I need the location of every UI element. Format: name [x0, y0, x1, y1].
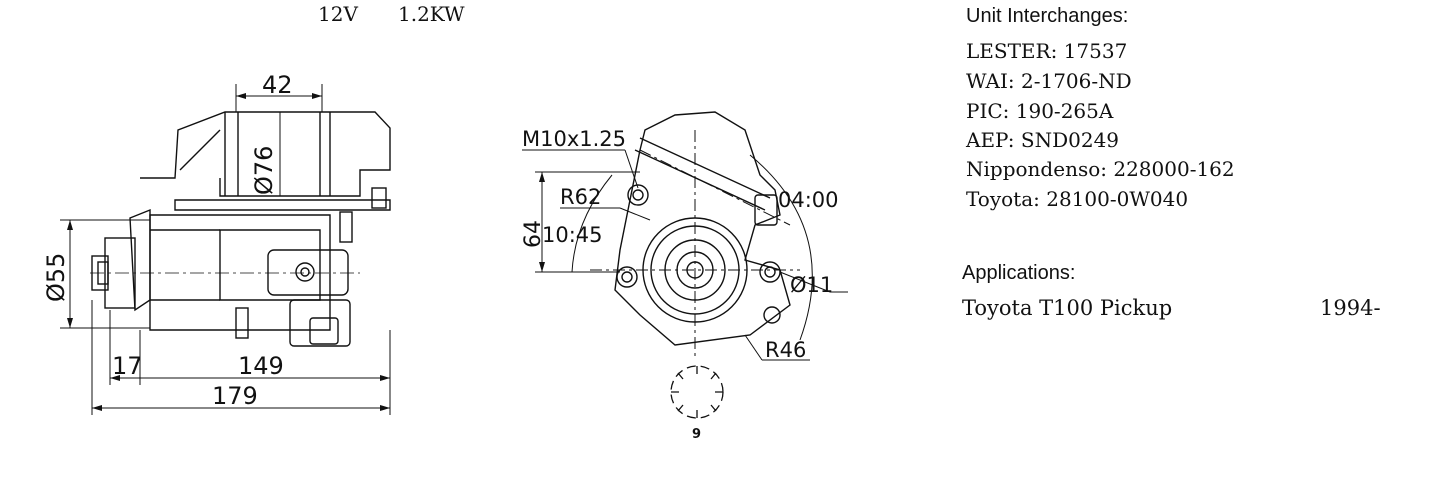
interchange-item: LESTER: 17537: [966, 39, 1128, 63]
dim-179-label: 179: [212, 382, 258, 410]
interchange-item: AEP: SND0249: [966, 128, 1120, 152]
dim-11-label: Ø11: [790, 273, 833, 297]
applications-heading: Applications:: [962, 262, 1076, 284]
interchange-item: PIC: 190-265A: [966, 99, 1114, 123]
gear-teeth-label: 9: [692, 427, 701, 442]
voltage-spec: 12V: [318, 2, 358, 26]
application-years: 1994-: [1320, 296, 1381, 320]
dim-17-label: 17: [112, 352, 143, 380]
r46-label: R46: [765, 338, 806, 362]
power-spec: 1.2KW: [398, 2, 465, 26]
thread-label: M10x1.25: [522, 127, 626, 151]
dim-76-label: Ø76: [250, 146, 278, 195]
interchange-item: Toyota: 28100-0W040: [966, 187, 1189, 211]
angle-1045-label: 10:45: [542, 223, 603, 247]
dim-55-label: Ø55: [42, 253, 70, 302]
interchanges-heading: Unit Interchanges:: [966, 5, 1129, 27]
dim-149-label: 149: [238, 352, 284, 380]
r62-label: R62: [560, 185, 601, 209]
angle-0400-label: 04:00: [778, 188, 839, 212]
side-view-drawing: 42 Ø76 Ø55 17 149 179: [42, 71, 391, 415]
front-view-drawing: M10x1.25 R62 64 10:45 04:00 Ø11 R46: [521, 111, 848, 362]
application-vehicle: Toyota T100 Pickup: [962, 296, 1173, 320]
interchange-item: Nippondenso: 228000-162: [966, 157, 1235, 181]
interchange-item: WAI: 2-1706-ND: [966, 69, 1132, 93]
dim-64-label: 64: [521, 220, 546, 248]
dim-42-label: 42: [262, 71, 293, 99]
pinion-gear-icon: 9: [670, 365, 724, 442]
